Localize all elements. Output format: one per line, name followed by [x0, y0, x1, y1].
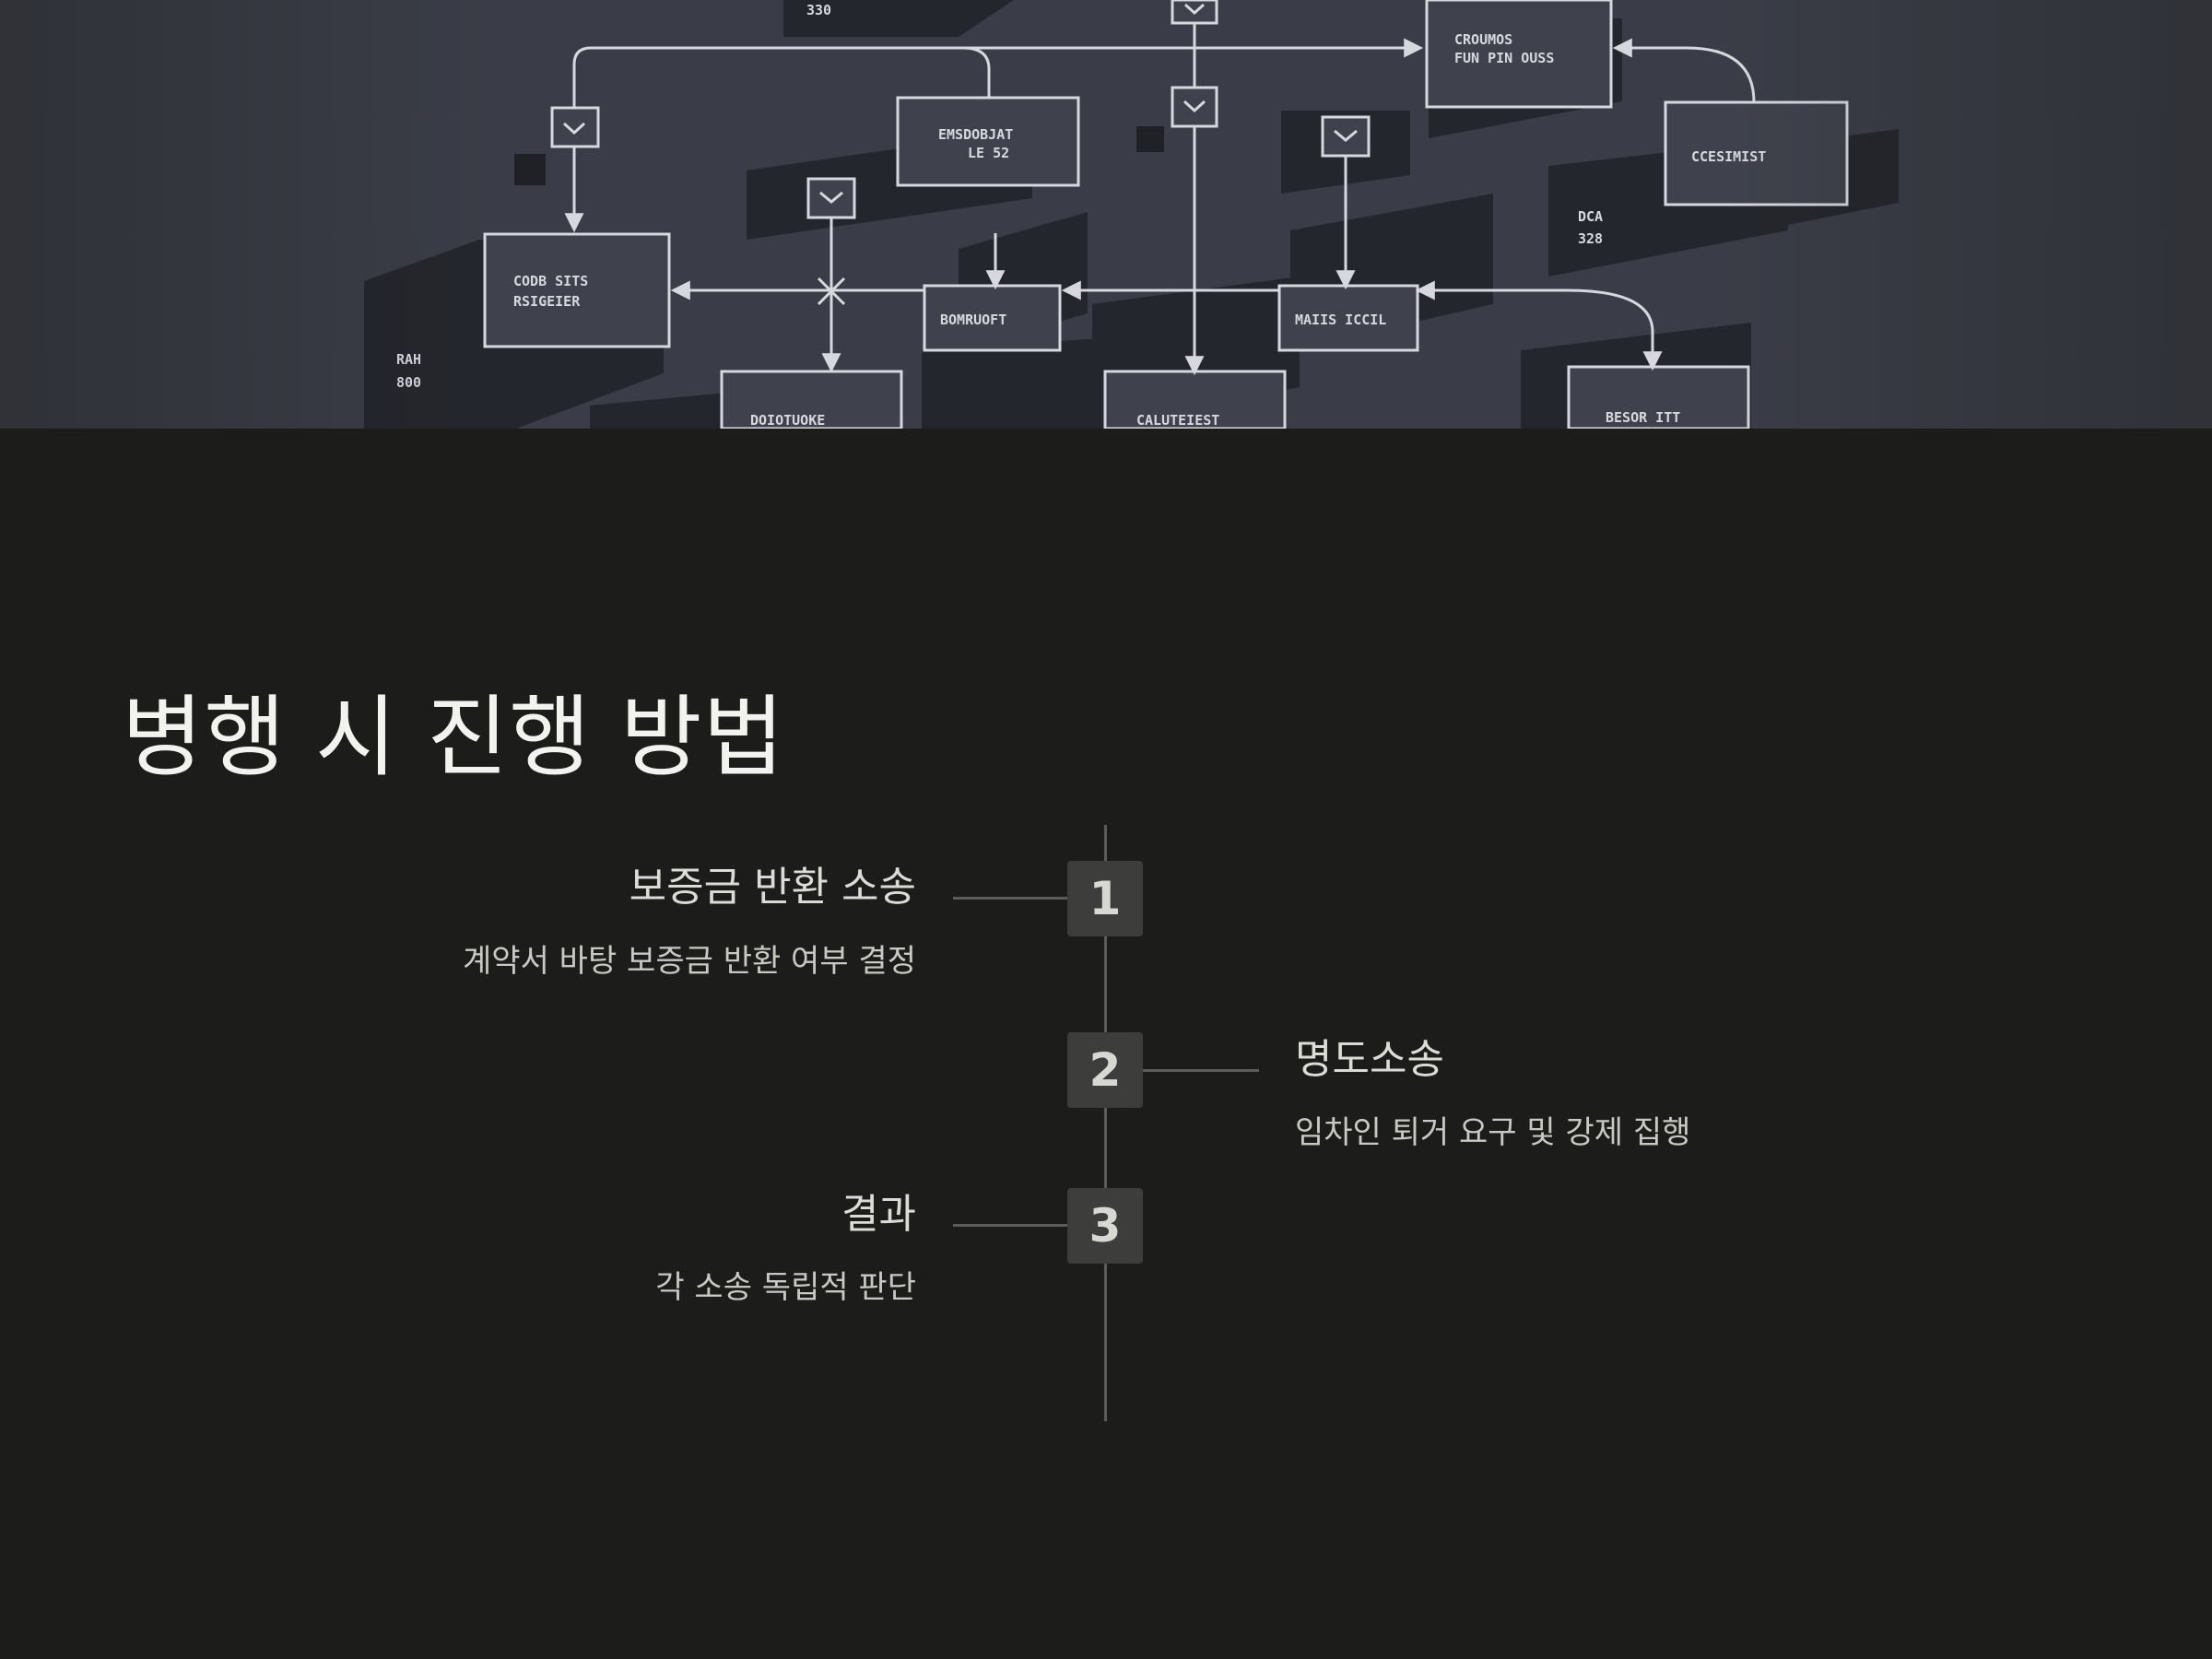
- svg-text:BESOR ITT: BESOR ITT: [1606, 409, 1680, 426]
- step-1-description: 계약서 바탕 보증금 반환 여부 결정: [463, 943, 916, 980]
- step-3-number-box: 3: [1067, 1188, 1143, 1264]
- step-3-heading: 결과: [841, 1191, 916, 1238]
- svg-text:LE 52: LE 52: [968, 145, 1009, 161]
- shadow-blocks: [364, 0, 1899, 429]
- svg-text:CCESIMIST: CCESIMIST: [1691, 148, 1766, 165]
- svg-text:RAH: RAH: [396, 351, 421, 368]
- svg-text:800: 800: [396, 374, 421, 391]
- step-1-heading: 보증금 반환 소송: [629, 864, 916, 911]
- svg-text:FUN PIN OUSS: FUN PIN OUSS: [1454, 50, 1554, 66]
- step-2-number-box: 2: [1067, 1032, 1143, 1108]
- svg-text:EMSDOBJAT: EMSDOBJAT: [938, 126, 1013, 143]
- step-3-connector: [953, 1224, 1069, 1227]
- svg-text:DOIOTUOKE: DOIOTUOKE: [750, 412, 825, 429]
- svg-text:CALUTEIEST: CALUTEIEST: [1136, 412, 1219, 429]
- svg-text:DCA: DCA: [1578, 208, 1603, 225]
- step-1-connector: [953, 897, 1069, 900]
- flowchart-illustration: 330 CROUMOS FUN PIN OUSS EMSDOBJAT LE 52…: [364, 0, 1899, 429]
- timeline-line: [1104, 825, 1107, 1421]
- svg-text:RSIGEIER: RSIGEIER: [513, 293, 581, 310]
- hero-flowchart-image: 330 CROUMOS FUN PIN OUSS EMSDOBJAT LE 52…: [0, 0, 2212, 429]
- svg-text:MAIIS ICCIL: MAIIS ICCIL: [1295, 312, 1386, 328]
- svg-text:BOMRUOFT: BOMRUOFT: [940, 312, 1006, 328]
- svg-text:330: 330: [806, 2, 831, 18]
- step-3-description: 각 소송 독립적 판단: [655, 1269, 916, 1306]
- step-2-description: 임차인 퇴거 요구 및 강제 집행: [1295, 1114, 1691, 1151]
- page-title: 병행 시 진행 방법: [122, 686, 785, 789]
- step-1-number-box: 1: [1067, 861, 1143, 936]
- svg-text:CROUMOS: CROUMOS: [1454, 31, 1512, 48]
- step-2-connector: [1143, 1069, 1259, 1072]
- svg-text:328: 328: [1578, 230, 1603, 247]
- step-2-heading: 명도소송: [1295, 1036, 1444, 1083]
- svg-text:CODB SITS: CODB SITS: [513, 273, 588, 289]
